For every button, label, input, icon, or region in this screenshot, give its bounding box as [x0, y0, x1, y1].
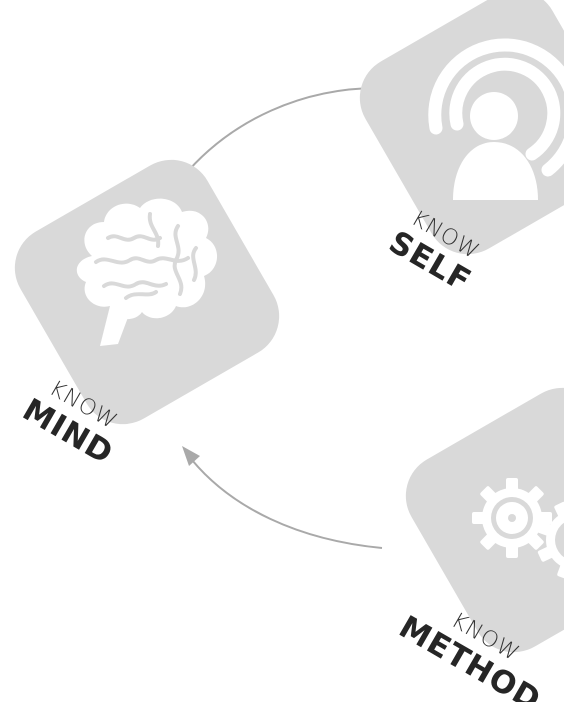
node-self: KNOW SELF: [359, 0, 564, 300]
person-signal-icon: [428, 38, 564, 200]
arrow-method-to-mind: [182, 446, 383, 549]
brain-icon: [76, 198, 218, 346]
node-mind: KNOW MIND: [14, 159, 280, 472]
node-method: KNOW METHOD: [393, 387, 564, 702]
gears-icon: [472, 478, 564, 580]
